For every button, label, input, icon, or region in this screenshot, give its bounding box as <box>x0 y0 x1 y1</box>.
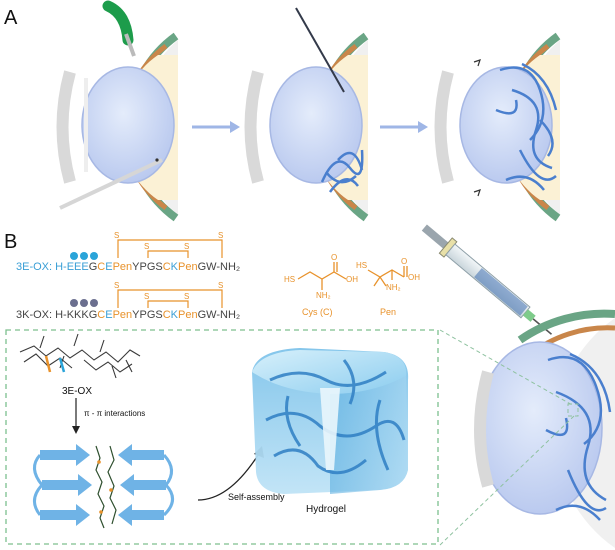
svg-text:NH₂: NH₂ <box>386 283 401 292</box>
assembly-inset <box>5 329 439 545</box>
svg-text:S: S <box>184 242 189 251</box>
needle-icon <box>295 7 345 93</box>
peptide-3e-sequence: 3E-OX:H-EEEGCEPenYPGSCKPenGW-NH₂ <box>16 261 240 273</box>
hydrogel-network <box>495 62 558 191</box>
svg-text:S: S <box>144 292 149 301</box>
zoom-guides <box>439 329 579 546</box>
self-assembly-label: Self-assembly <box>228 492 285 502</box>
hydrogel-network-large <box>545 352 612 521</box>
svg-text:OH: OH <box>346 275 358 284</box>
cys-structure <box>297 262 347 290</box>
probe-icon <box>59 158 163 210</box>
pen-structure <box>367 266 408 287</box>
svg-text:NH₂: NH₂ <box>316 291 331 300</box>
eye-3 <box>434 32 561 222</box>
svg-text:HS: HS <box>356 261 367 270</box>
syringe-icon <box>421 224 553 335</box>
svg-text:O: O <box>401 257 407 266</box>
peptide-stick-model <box>19 333 141 379</box>
hydrogel-label: Hydrogel <box>306 504 346 515</box>
svg-text:S: S <box>144 242 149 251</box>
beta-sheet-stacks <box>33 444 174 529</box>
molecule-label: 3E-OX <box>62 386 92 397</box>
svg-text:S: S <box>218 231 223 240</box>
panel-b-label: B <box>4 231 17 253</box>
hydrogel-cube <box>252 348 409 494</box>
disulfide-bonds-k <box>117 289 223 308</box>
pen-label: Pen <box>380 307 396 317</box>
svg-text:S: S <box>184 292 189 301</box>
svg-text:O: O <box>331 253 337 262</box>
interaction-label: π - π interactions <box>84 409 145 418</box>
svg-text:S: S <box>218 281 223 290</box>
svg-text:S: S <box>114 231 119 240</box>
svg-text:OH: OH <box>408 273 420 282</box>
charge-dots-e <box>70 252 98 260</box>
disulfide-bonds-e <box>117 239 223 258</box>
svg-text:S: S <box>114 281 119 290</box>
eye-1 <box>56 0 179 222</box>
eye-2 <box>244 7 369 222</box>
self-assembly-arrow <box>197 451 261 501</box>
charge-dots-k <box>70 299 98 307</box>
cys-label: Cys (C) <box>302 307 333 317</box>
hydrogel-strands <box>320 149 364 193</box>
panel-a-label: A <box>4 7 18 29</box>
eye-large <box>474 309 615 548</box>
peptide-3k-sequence: 3K-OX:H-KKKGCEPenYPGSCKPenGW-NH₂ <box>16 309 240 321</box>
svg-text:HS: HS <box>284 275 295 284</box>
